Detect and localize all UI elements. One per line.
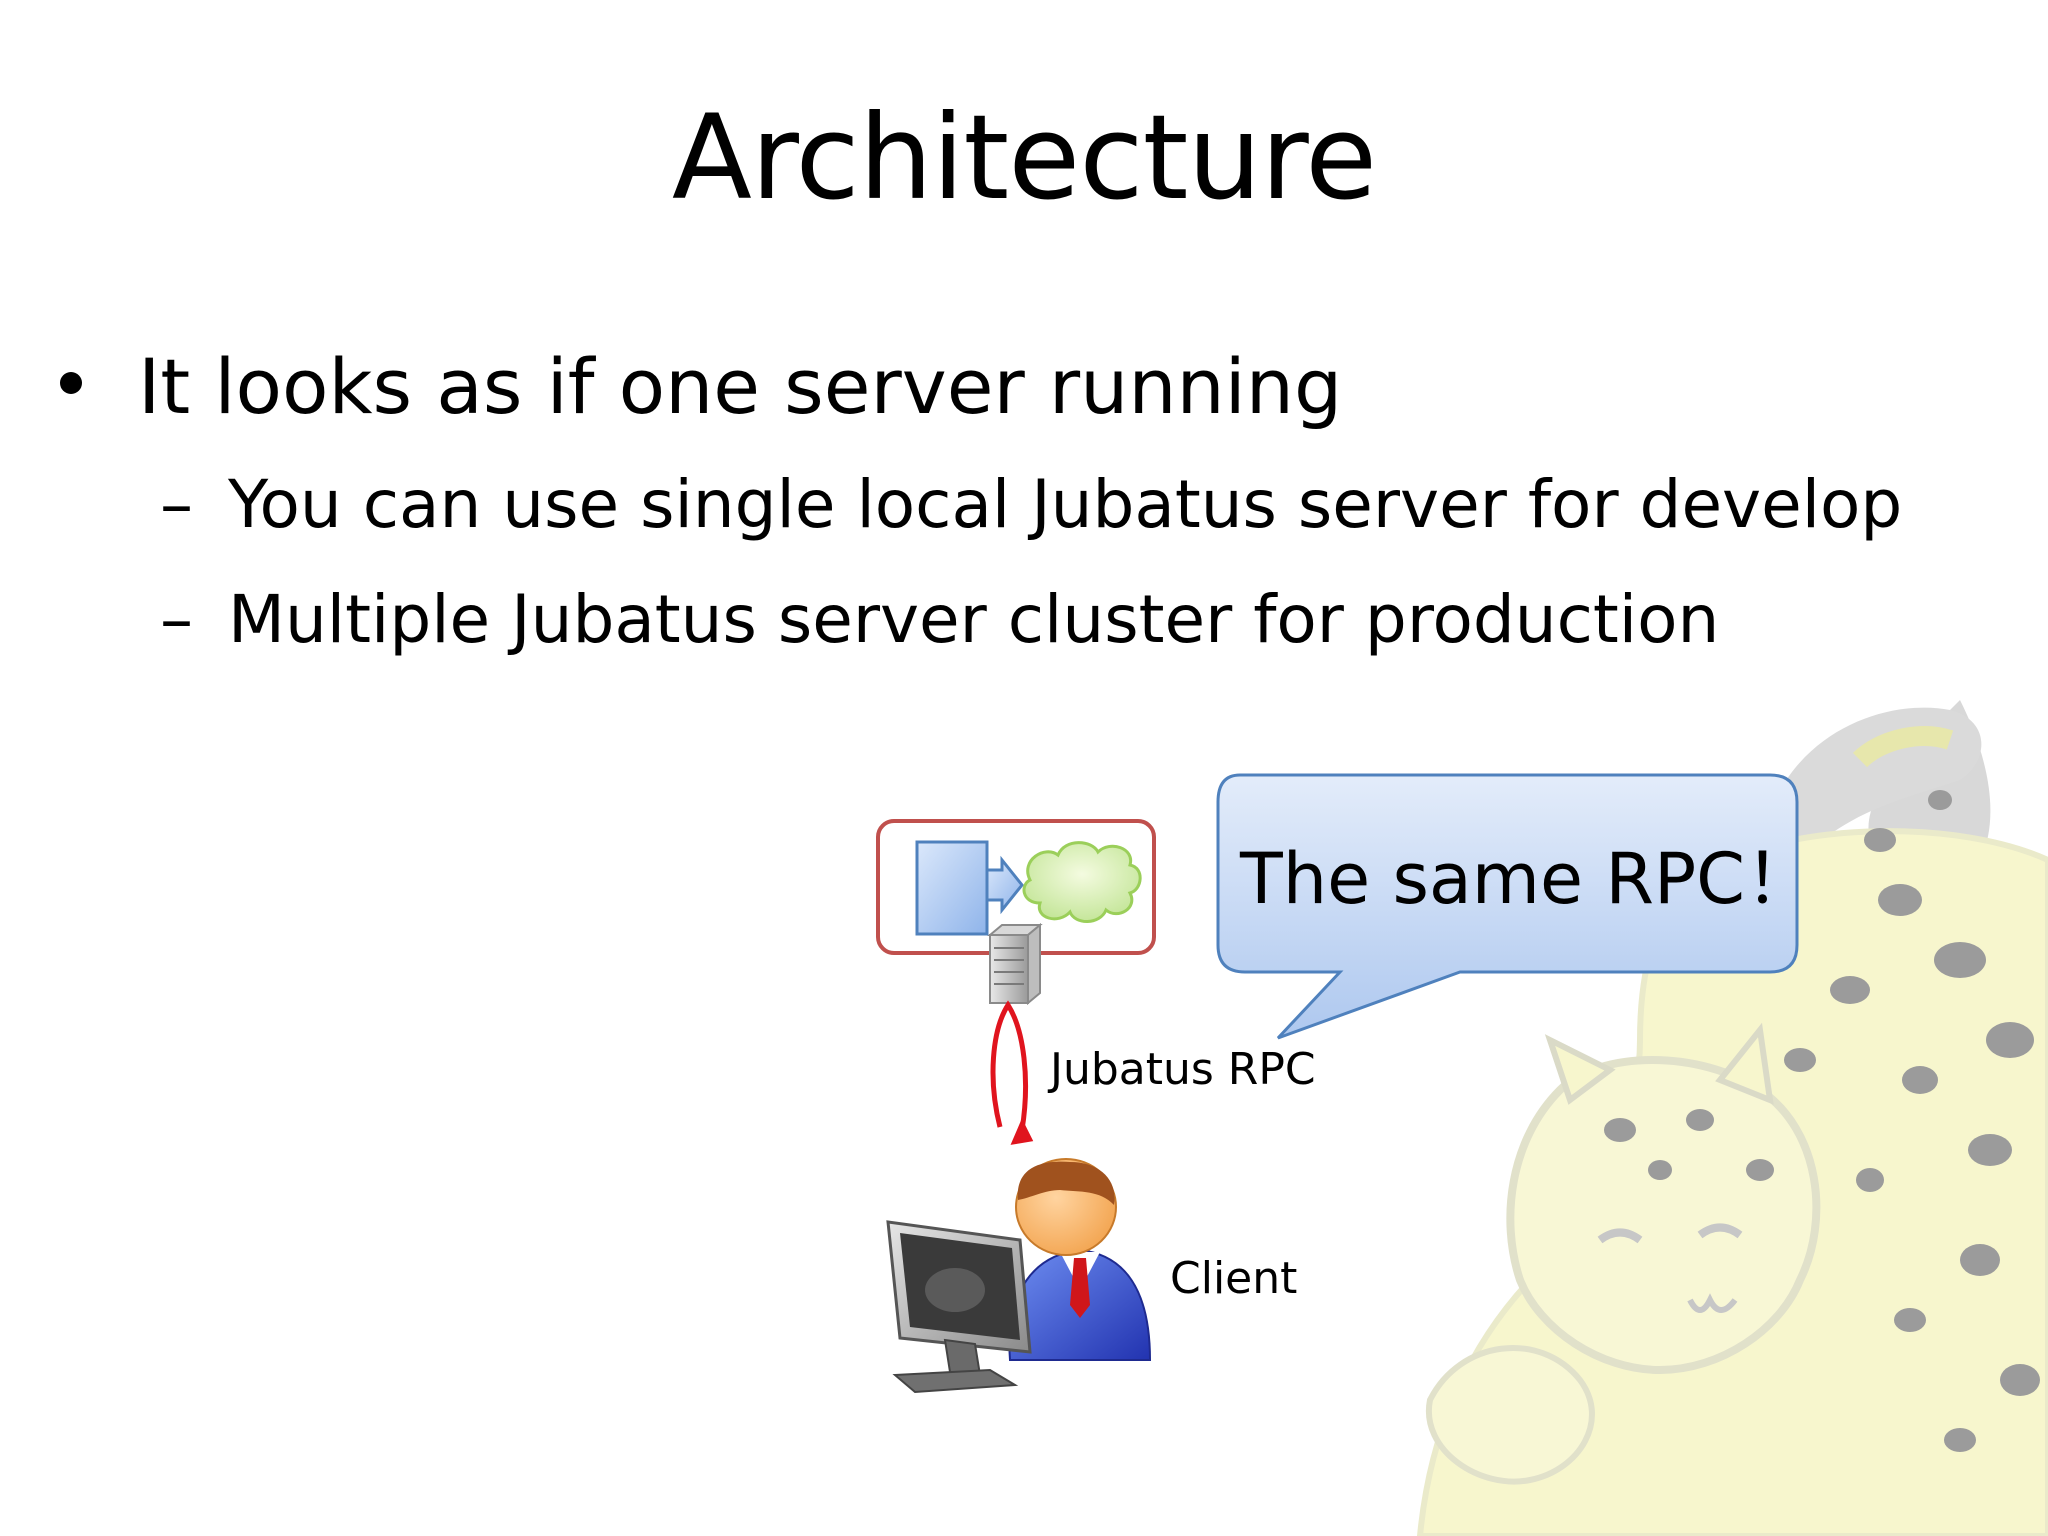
sub-bullet-text: You can use single local Jubatus server …: [228, 466, 1903, 543]
sub-bullet-dash: –: [160, 466, 193, 543]
server-rack-icon: [987, 922, 1043, 1006]
client-label: Client: [1170, 1253, 1298, 1304]
slide-title: Architecture: [671, 89, 1377, 226]
sub-bullet-dash: –: [160, 581, 193, 658]
client-user-icon: [886, 1158, 1152, 1394]
cloud-icon: [1022, 841, 1142, 923]
speech-callout: [1216, 773, 1799, 1040]
bullet-marker: [60, 372, 82, 394]
sub-bullet-text: Multiple Jubatus server cluster for prod…: [228, 581, 1720, 658]
rpc-label: Jubatus RPC: [1050, 1044, 1316, 1095]
bullet-text: It looks as if one server running: [138, 342, 1343, 431]
callout-text: The same RPC！: [1240, 838, 1816, 920]
rpc-arrow-icon: [990, 1000, 1034, 1145]
server-process-icon: [915, 840, 1024, 936]
